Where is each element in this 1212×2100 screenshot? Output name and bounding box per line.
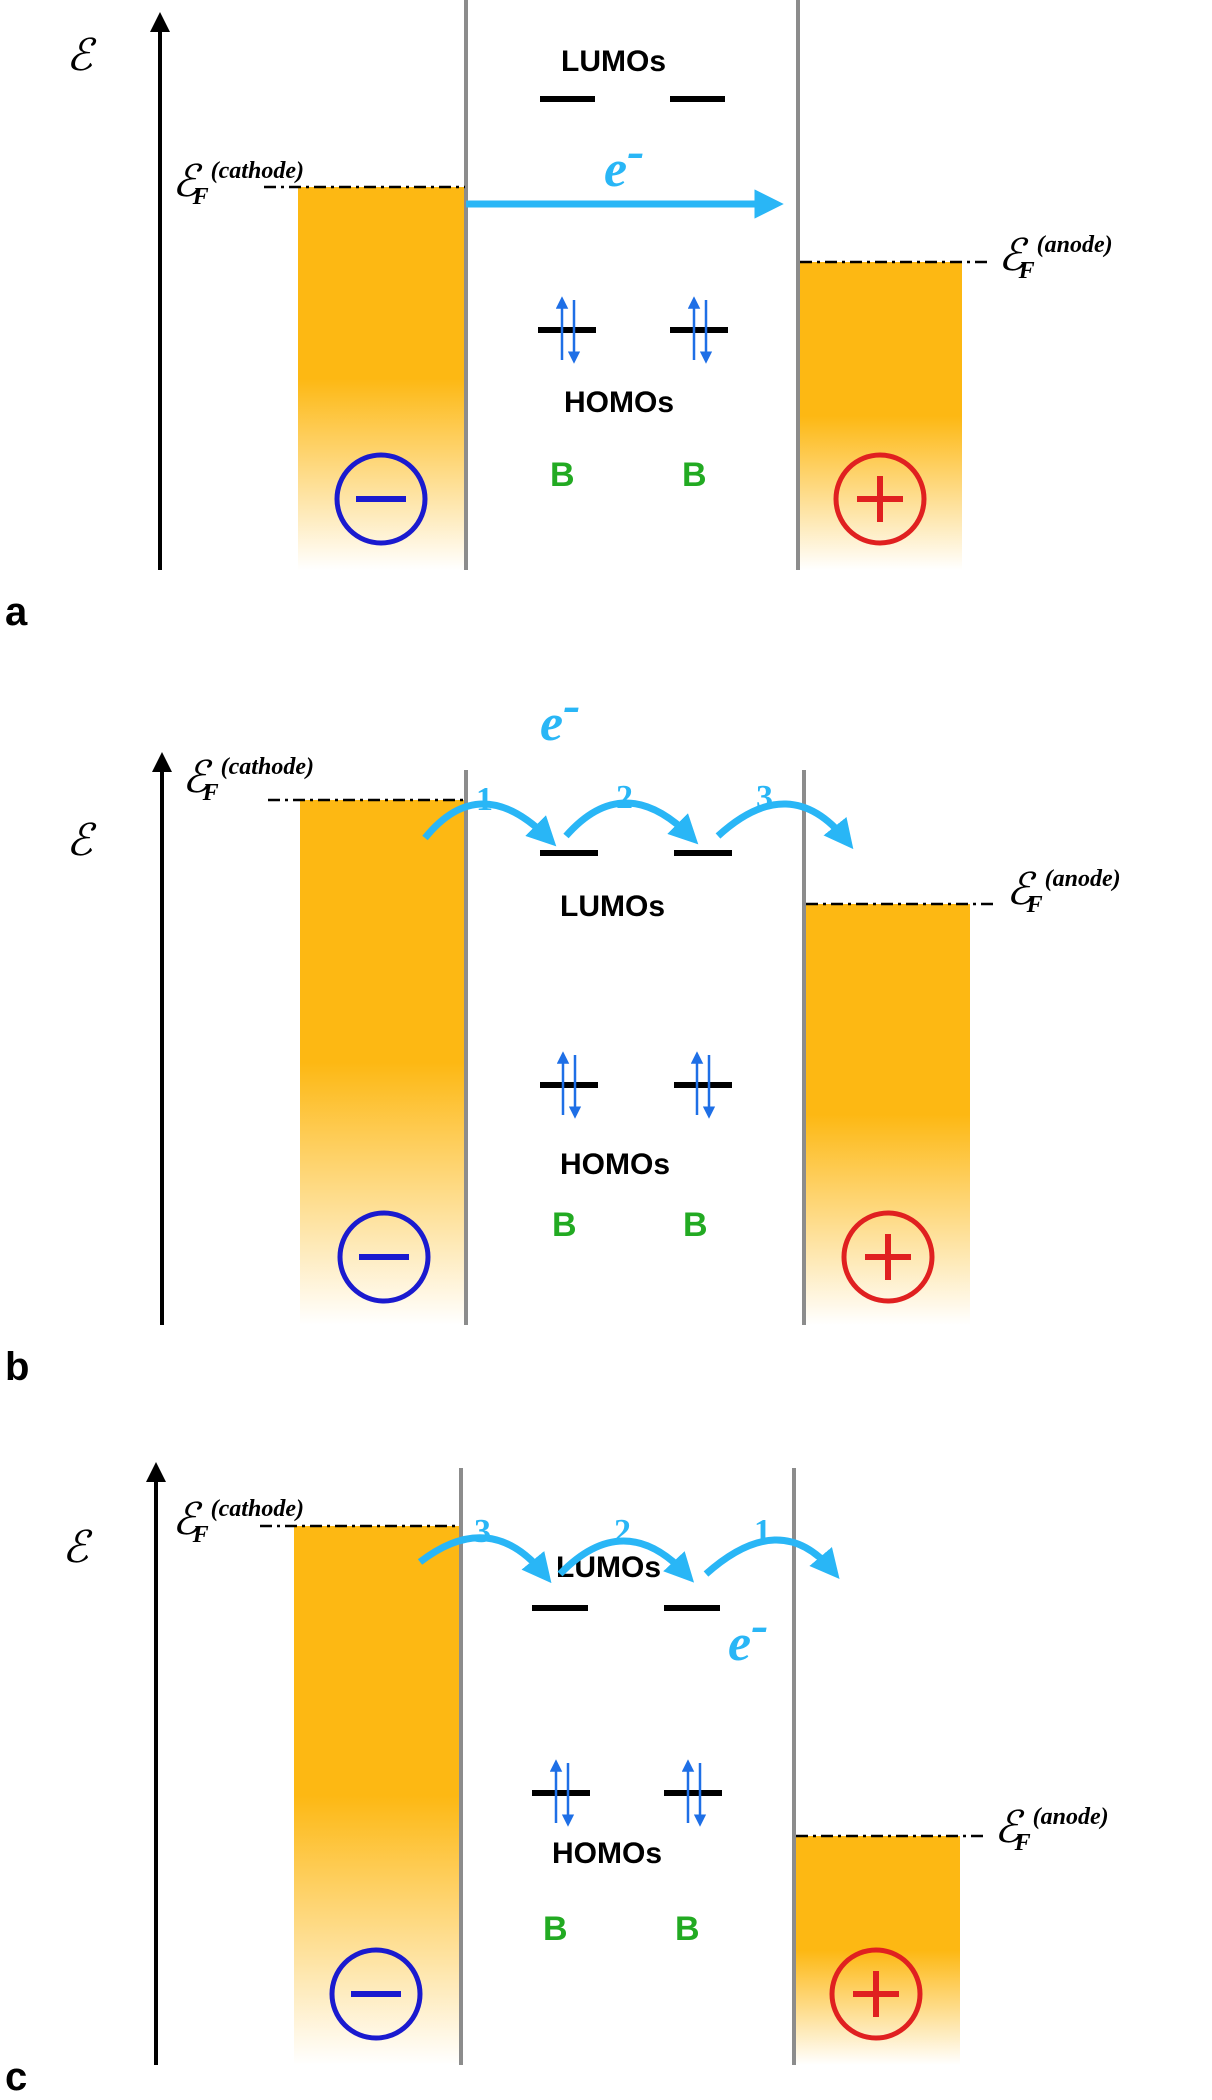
energy-axis-label: ℰ [62,1523,93,1572]
cathode-electrode [294,1526,460,2065]
bridge-label: B [550,456,575,494]
plus-circle-icon [829,1947,923,2041]
electron-label: e- [728,1597,768,1672]
lumos-label: LUMOs [560,890,665,923]
cathode-fermi-label: ℰF(cathode) [172,157,304,210]
bridge-label: B [543,1910,568,1948]
minus-circle-icon [329,1947,423,2041]
electron-transfer-arrow-icon [563,799,699,845]
step-number: 2 [614,1513,631,1550]
electron-transfer-arrow-icon [557,1537,695,1583]
panel-a: ℰ ℰF(cathode) ℰF(anode) LUMOs HOMOs B B [5,0,1113,634]
cathode-electrode [300,800,466,1325]
step-number: 1 [476,781,493,818]
spin-pair-icon [555,296,581,364]
homos-label: HOMOs [552,1837,662,1870]
step-number: 3 [474,1513,491,1550]
bridge-label: B [675,1910,700,1948]
step-number: 1 [754,1513,771,1550]
spin-pair-icon [556,1051,582,1119]
lumos-label: LUMOs [561,45,666,78]
energy-axis-label: ℰ [66,816,97,865]
electron-transfer-arrow-icon [417,1534,552,1584]
panel-letter: c [5,2055,27,2099]
anode-fermi-label: ℰF(anode) [998,231,1113,284]
anode-fermi-label: ℰF(anode) [1006,865,1121,918]
electron-transfer-arrow-icon [422,800,557,847]
spin-pair-icon [681,1759,707,1827]
panel-letter: a [5,590,28,634]
bridge-label: B [682,456,707,494]
panel-c: ℰ ℰF(cathode) ℰF(anode) LUMOs HOMOs B B [5,1462,1109,2099]
bridge-label: B [683,1206,708,1244]
electron-transfer-arrow-icon [703,1536,840,1580]
step-number: 2 [616,779,633,816]
lumos-label: LUMOs [556,1551,661,1584]
plus-circle-icon [833,452,927,546]
minus-circle-icon [334,452,428,546]
anode-fermi-label: ℰF(anode) [994,1803,1109,1856]
minus-circle-icon [337,1210,431,1304]
cathode-fermi-label: ℰF(cathode) [182,753,314,806]
electron-transfer-arrow-icon [715,800,854,850]
electron-label: e- [604,123,644,198]
anode-electrode [800,262,962,570]
spin-pair-icon [549,1759,575,1827]
spin-pair-icon [690,1051,716,1119]
cathode-electrode [298,187,464,570]
cathode-fermi-label: ℰF(cathode) [172,1495,304,1548]
electron-label: e- [540,677,580,752]
bridge-label: B [552,1206,577,1244]
homos-label: HOMOs [560,1148,670,1181]
spin-pair-icon [687,296,713,364]
panel-b: ℰ ℰF(cathode) ℰF(anode) LUMOs HOMOs B B [5,677,1121,1389]
homos-label: HOMOs [564,386,674,419]
energy-axis-label: ℰ [66,31,97,80]
plus-circle-icon [841,1210,935,1304]
panel-letter: b [5,1345,29,1389]
step-number: 3 [756,779,773,816]
